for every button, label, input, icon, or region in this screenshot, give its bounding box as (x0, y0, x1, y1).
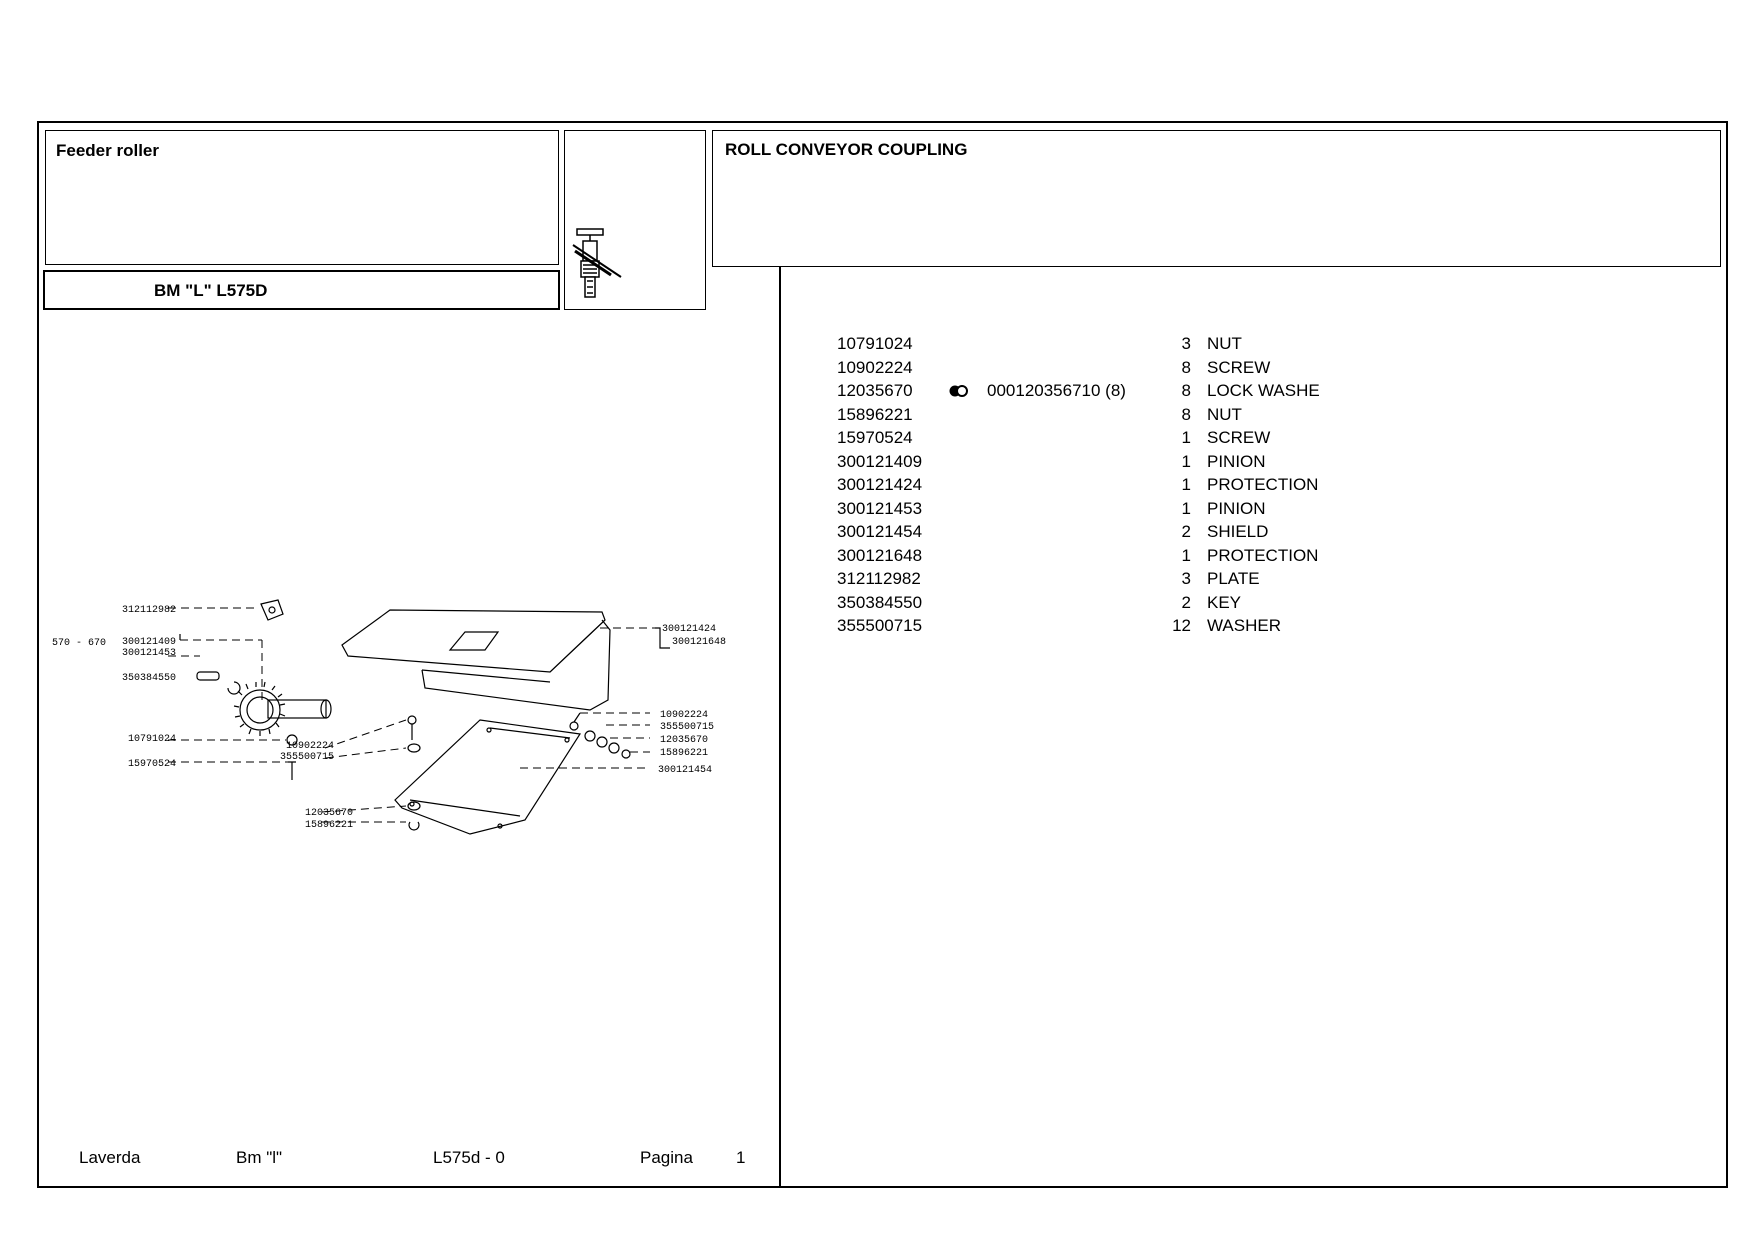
diagram-label-355500715-mid: 355500715 (280, 752, 334, 763)
part-replacement-code: 000120356710 (8) (987, 381, 1126, 400)
diagram-label-300121409: 300121409 (122, 637, 176, 648)
part-description: PINION (1207, 451, 1266, 471)
diagram-label-355500715-right: 355500715 (660, 722, 714, 733)
part-description: WASHER (1207, 616, 1281, 635)
part-description: PLATE (1207, 569, 1260, 588)
part-code: 15970524 (837, 428, 913, 447)
part-code: 15896221 (837, 404, 913, 424)
footer-brand: Laverda (79, 1148, 141, 1167)
diagram-label-350384550: 350384550 (122, 673, 176, 684)
part-code: 10902224 (837, 357, 913, 377)
part-code: 312112982 (837, 569, 921, 588)
footer-page-number: 1 (736, 1148, 746, 1167)
part-code: 10791024 (837, 334, 913, 353)
part-description: NUT (1207, 334, 1242, 353)
part-qty: 1 (1181, 451, 1191, 471)
diagram-label-312112982: 312112982 (122, 605, 176, 616)
model-name: BM "L" L575D (154, 281, 268, 300)
part-description: PROTECTION (1207, 545, 1319, 565)
footer-page-label: Pagina (640, 1148, 693, 1167)
part-description: NUT (1207, 404, 1242, 424)
exploded-parts-diagram: 312112982 570 - 670 300121409 300121453 … (50, 590, 770, 880)
model-box: BM "L" L575D (43, 270, 560, 310)
part-description: PROTECTION (1207, 475, 1319, 494)
section-title-box: ROLL CONVEYOR COUPLING (712, 130, 1721, 267)
section-title: ROLL CONVEYOR COUPLING (725, 140, 968, 159)
diagram-label-15896221-right: 15896221 (660, 748, 708, 759)
diagram-label-range: 570 - 670 (52, 638, 106, 649)
diagram-label-300121648: 300121648 (672, 637, 726, 648)
part-qty: 1 (1181, 545, 1191, 565)
diagram-label-12035670-low: 12035670 (305, 808, 353, 819)
cover-slot (448, 631, 500, 651)
footer-series: Bm "l" (236, 1148, 283, 1167)
part-code: 12035670 (837, 381, 913, 400)
diagram-label-10791024: 10791024 (128, 734, 176, 745)
diagram-label-300121453: 300121453 (122, 648, 176, 659)
part-qty: 1 (1181, 428, 1191, 447)
diagram-label-15896221-low: 15896221 (305, 820, 353, 831)
part-code: 300121454 (837, 522, 923, 541)
shaft-part (267, 699, 327, 719)
part-qty: 8 (1181, 357, 1191, 377)
diagram-label-300121424: 300121424 (662, 624, 716, 635)
part-qty: 1 (1181, 475, 1191, 494)
part-code: 350384550 (837, 592, 923, 612)
pinion-gear-part (239, 689, 281, 731)
group-title-box: Feeder roller (45, 130, 559, 265)
group-title: Feeder roller (56, 141, 159, 160)
part-description: KEY (1207, 592, 1242, 612)
part-qty: 8 (1181, 404, 1191, 424)
protection-cover-part (341, 609, 606, 673)
part-code: 300121453 (837, 498, 923, 518)
diagram-label-10902224-mid: 10902224 (286, 741, 334, 752)
key-part (196, 671, 220, 681)
part-qty: 3 (1181, 334, 1191, 353)
part-qty: 3 (1181, 569, 1191, 588)
part-description: SCREW (1207, 428, 1271, 447)
footer-doc-code: L575d - 0 (433, 1148, 505, 1167)
part-qty: 2 (1181, 592, 1191, 612)
diagram-label-300121454: 300121454 (658, 765, 712, 776)
part-code: 300121409 (837, 451, 923, 471)
diagram-label-15970524: 15970524 (128, 759, 176, 770)
part-code: 355500715 (837, 616, 923, 635)
page-frame (37, 121, 1728, 1188)
part-qty: 2 (1181, 522, 1191, 541)
part-description: SHIELD (1207, 522, 1269, 541)
component-icon-box (564, 130, 706, 310)
plate-part (260, 599, 284, 621)
part-code: 300121424 (837, 475, 923, 494)
part-description: SCREW (1207, 357, 1271, 377)
part-qty: 12 (1172, 616, 1191, 635)
shaft-component-icon (572, 228, 622, 298)
part-description: PINION (1207, 498, 1266, 518)
part-replacement: 000120356710 (8) (949, 379, 1126, 402)
part-qty: 8 (1181, 381, 1191, 400)
diagram-label-12035670-right: 12035670 (660, 735, 708, 746)
part-description: LOCK WASHE (1207, 381, 1320, 400)
column-divider (779, 266, 781, 1188)
replacement-symbol-icon (949, 385, 968, 397)
diagram-label-10902224-right: 10902224 (660, 710, 708, 721)
part-code: 300121648 (837, 545, 923, 565)
part-qty: 1 (1181, 498, 1191, 518)
shield-plate-part (394, 719, 582, 835)
